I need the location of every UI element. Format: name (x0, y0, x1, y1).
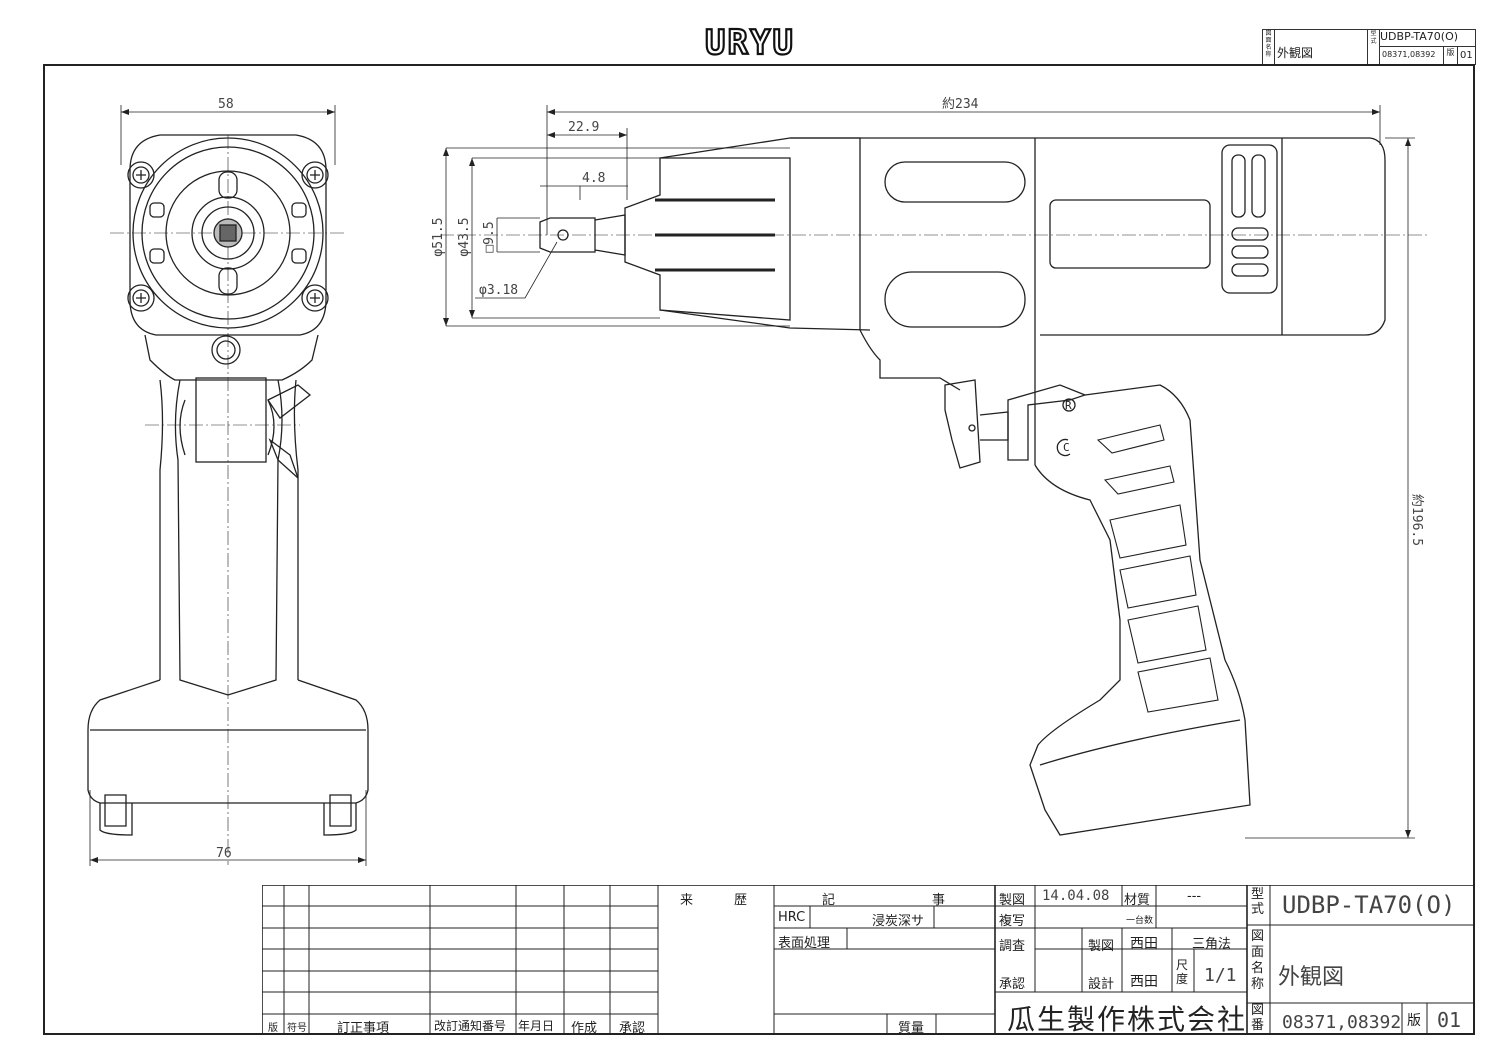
copied-label: 複写 (999, 914, 1026, 929)
drawn-date: 14.04.08 (1042, 888, 1110, 904)
hrc-label: HRC (778, 910, 806, 925)
history-label-2: 歴 (734, 893, 748, 908)
rev-header-approver: 承認 (619, 1021, 646, 1036)
designer-name: 西田 (1130, 974, 1158, 990)
side-view (440, 105, 1430, 839)
drafter-name: 西田 (1130, 936, 1158, 952)
mark-r: R (1065, 399, 1072, 412)
scale-value: 1/1 (1204, 965, 1237, 986)
tb-name-label: 図面名称 (1251, 929, 1265, 992)
dim-58: 58 (218, 97, 234, 112)
checked-label: 調査 (999, 939, 1026, 954)
dim-phi-51-5: φ51.5 (431, 217, 446, 256)
dim-22-9: 22.9 (568, 120, 599, 135)
header-name: 外観図 (1277, 46, 1314, 60)
rev-header-author: 作成 (571, 1021, 598, 1036)
header-edition: 01 (1460, 50, 1473, 61)
tb-model-value: UDBP-TA70(O) (1282, 891, 1456, 919)
dim-sq-9-5: □9.5 (482, 221, 497, 252)
tb-edition-label: 版 (1407, 1013, 1421, 1029)
logo-text: URYU (705, 26, 795, 60)
notes-label-2: 事 (932, 893, 946, 908)
qty-label: 一台数 (1126, 916, 1154, 926)
rev-header-notice-no: 改訂通知番号 (434, 1019, 507, 1033)
dim-4-8: 4.8 (582, 171, 605, 186)
case-depth-label: 浸炭深サ (872, 914, 925, 929)
dim-234: 約234 (942, 97, 979, 112)
header-name-label: 図面名称 (1263, 30, 1275, 64)
header-model: UDBP-TA70(O) (1380, 30, 1475, 47)
drawn-label: 製図 (999, 893, 1026, 908)
history-label-1: 来 (680, 893, 694, 908)
dim-196-5: 約196.5 (1409, 494, 1424, 546)
company-name: 瓜生製作株式会社 (1007, 1003, 1248, 1036)
mass-label: 質量 (898, 1021, 925, 1036)
uryu-logo: URYU (704, 26, 795, 60)
dim-76: 76 (216, 846, 232, 861)
header-title-box: 図面名称 外観図 型式 UDBP-TA70(O) 08371,08392 版 0… (1262, 29, 1476, 65)
drawing-frame (43, 64, 1475, 1035)
material-value: --- (1187, 889, 1202, 904)
tb-name-value: 外観図 (1278, 965, 1345, 990)
mark-c: C (1063, 441, 1070, 454)
scale-label: 尺度 (1176, 958, 1189, 986)
dim-phi-43-5: φ43.5 (457, 217, 472, 256)
header-edition-label: 版 (1443, 47, 1458, 64)
designed-label: 設計 (1088, 977, 1115, 992)
notes-label-1: 記 (822, 893, 836, 908)
approved-label: 承認 (999, 977, 1026, 992)
projection: 三角法 (1192, 937, 1232, 952)
drafted-label: 製図 (1088, 939, 1115, 954)
rev-header-mark: 符号 (287, 1023, 307, 1034)
dim-phi-3-18: φ3.18 (479, 283, 518, 298)
tb-edition-value: 01 (1437, 1008, 1462, 1032)
rev-header-date: 年月日 (518, 1019, 555, 1033)
surface-treatment-label: 表面処理 (778, 936, 831, 951)
header-model-label: 型式 (1367, 30, 1380, 64)
title-block: 版 符号 訂正事項 改訂通知番号 年月日 作成 承認 来 歴 記 事 HRC 浸… (262, 885, 1475, 1036)
material-label: 材質 (1124, 893, 1151, 908)
front-view (87, 105, 369, 866)
tb-number-label: 図番 (1251, 1003, 1265, 1033)
rev-header-edition: 版 (268, 1023, 278, 1034)
header-number: 08371,08392 (1382, 50, 1436, 59)
tb-number-value: 08371,08392 (1282, 1012, 1402, 1033)
rev-header-correction: 訂正事項 (337, 1021, 390, 1036)
tb-model-label: 型式 (1251, 887, 1265, 917)
